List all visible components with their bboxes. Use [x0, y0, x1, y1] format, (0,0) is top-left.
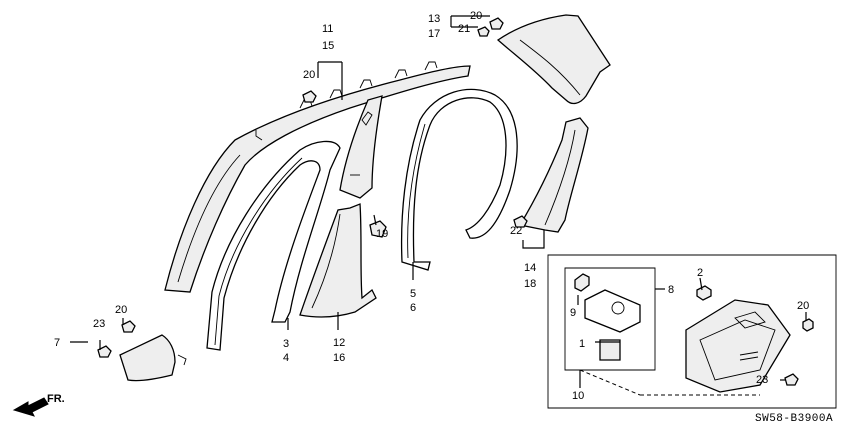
callout-1: 1 [579, 338, 585, 350]
callout-6: 6 [410, 302, 416, 314]
direction-label: FR. [47, 393, 65, 405]
callout-18: 18 [524, 278, 536, 290]
callout-14: 14 [524, 262, 536, 274]
leader-lines [70, 15, 807, 388]
callout-20-kick: 20 [115, 304, 127, 316]
callout-11: 11 [322, 23, 333, 35]
rear-upper-garnish [496, 14, 611, 105]
kick-panel [119, 334, 187, 382]
callout-7: 7 [54, 337, 60, 349]
callout-21: 21 [458, 23, 470, 35]
callout-10: 10 [572, 390, 584, 402]
callout-4: 4 [283, 352, 289, 364]
callout-20-top: 20 [303, 69, 315, 81]
callout-19: 19 [376, 228, 388, 240]
callouts: 1 2 3 4 5 6 7 8 9 10 11 12 13 14 15 16 1… [54, 10, 809, 402]
fuse-box-lid [584, 289, 641, 333]
callout-2: 2 [697, 267, 703, 279]
callout-17: 17 [428, 28, 440, 40]
front-door-weatherstrip [206, 140, 341, 351]
callout-8: 8 [668, 284, 674, 296]
diagram-code: SW58-B3900A [755, 413, 833, 425]
callout-16: 16 [333, 352, 345, 364]
rear-door-weatherstrip [400, 88, 518, 271]
callout-5: 5 [410, 288, 416, 300]
callout-20-upper: 20 [470, 10, 482, 22]
callout-12: 12 [333, 337, 345, 349]
front-pillar-garnish [164, 61, 471, 293]
center-pillar-upper [339, 95, 383, 199]
rear-pillar-garnish [518, 117, 589, 233]
callout-15: 15 [322, 40, 334, 52]
front-direction-arrow: FR. [12, 393, 65, 417]
callout-22: 22 [510, 225, 522, 237]
callout-13: 13 [428, 13, 440, 25]
fuse-box-cover-assembly [685, 299, 791, 393]
callout-3: 3 [283, 338, 289, 350]
callout-23-kick: 23 [93, 318, 105, 330]
fasteners [97, 17, 814, 386]
callout-23-inset: 23 [756, 374, 768, 386]
inset-box [547, 254, 837, 409]
callout-9: 9 [570, 307, 576, 319]
callout-20-inset: 20 [797, 300, 809, 312]
